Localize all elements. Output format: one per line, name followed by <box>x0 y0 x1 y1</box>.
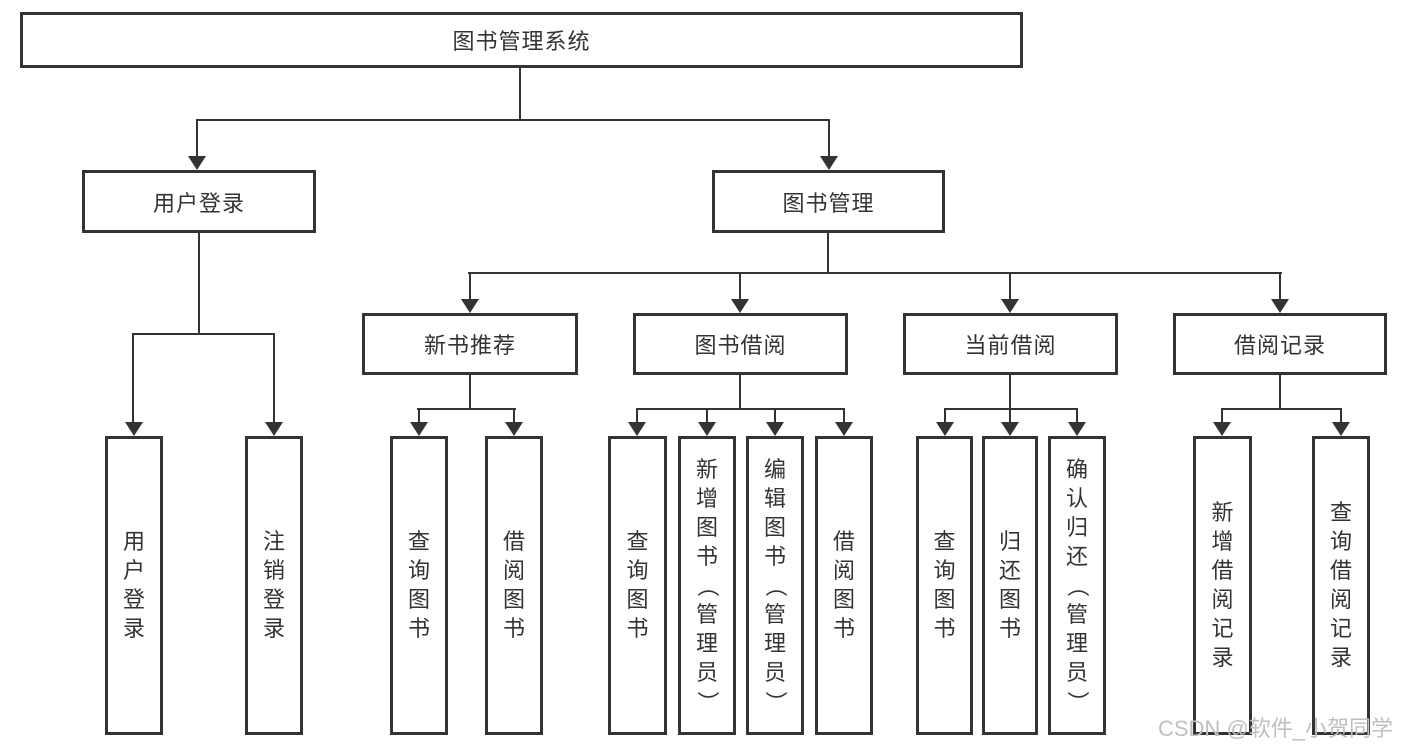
leaf-label: 注销登录 <box>262 529 285 641</box>
leaf-add-books-admin: 新增图书（管理员） <box>678 436 736 735</box>
arrow-down-icon <box>1001 422 1019 436</box>
node-borrow-records: 借阅记录 <box>1173 313 1387 375</box>
leaf-label: 查询图书 <box>626 529 649 641</box>
arrow-down-icon <box>936 422 954 436</box>
connector-leaf <box>774 408 776 423</box>
arrow-down-icon <box>820 156 838 170</box>
leaf-label: 归还图书 <box>998 529 1021 641</box>
connector-rail <box>636 408 845 410</box>
connector-leaf <box>944 408 946 423</box>
leaf-edit-books-admin: 编辑图书（管理员） <box>746 436 804 735</box>
leaf-label: 新增图书（管理员） <box>694 456 720 713</box>
arrow-down-icon <box>835 422 853 436</box>
connector-stem <box>1009 375 1011 409</box>
connector-leaf <box>1340 408 1342 423</box>
connector-rail <box>1221 408 1342 410</box>
connector-rail <box>468 272 1282 274</box>
connector-leaf <box>1076 408 1078 423</box>
connector-stem <box>1279 375 1281 409</box>
leaf-query-borrow-record: 查询借阅记录 <box>1312 436 1370 735</box>
node-current-borrow: 当前借阅 <box>903 313 1118 375</box>
connector-leaf <box>513 408 515 423</box>
connector-root-stem <box>519 66 521 120</box>
leaf-label: 借阅图书 <box>502 529 525 641</box>
leaf-label: 编辑图书（管理员） <box>762 456 788 713</box>
connector-leaf <box>469 272 471 300</box>
arrow-down-icon <box>1001 299 1019 313</box>
arrow-down-icon <box>1332 422 1350 436</box>
node-root: 图书管理系统 <box>20 12 1023 68</box>
leaf-label: 查询图书 <box>407 529 430 641</box>
node-label: 借阅记录 <box>1233 333 1326 358</box>
leaf-label: 查询借阅记录 <box>1329 500 1352 670</box>
arrow-down-icon <box>265 422 283 436</box>
leaf-label: 确认归还（管理员） <box>1064 456 1090 713</box>
leaf-label: 借阅图书 <box>832 529 855 641</box>
connector-to-user-login <box>196 119 198 156</box>
arrow-down-icon <box>125 422 143 436</box>
connector-leaf <box>273 333 275 422</box>
connector-stem <box>827 233 829 273</box>
leaf-add-borrow-record: 新增借阅记录 <box>1193 436 1252 735</box>
connector-rail <box>944 408 1078 410</box>
arrow-down-icon <box>1068 422 1086 436</box>
arrow-down-icon <box>766 422 784 436</box>
node-label: 当前借阅 <box>964 333 1057 358</box>
connector-rail <box>132 333 275 335</box>
connector-leaf <box>1009 272 1011 300</box>
leaf-confirm-return-admin: 确认归还（管理员） <box>1048 436 1106 735</box>
node-label: 图书管理 <box>782 190 875 216</box>
node-label: 图书借阅 <box>694 333 787 358</box>
arrow-down-icon <box>461 299 479 313</box>
arrow-down-icon <box>628 422 646 436</box>
leaf-user-login: 用户登录 <box>105 436 163 735</box>
connector-leaf <box>739 272 741 300</box>
connector-root-rail <box>196 119 830 121</box>
arrow-down-icon <box>505 422 523 436</box>
leaf-label: 用户登录 <box>122 529 145 641</box>
leaf-return-books: 归还图书 <box>982 436 1038 735</box>
arrow-down-icon <box>1271 299 1289 313</box>
leaf-query-books: 查询图书 <box>390 436 448 735</box>
node-book-management: 图书管理 <box>712 170 945 233</box>
connector-stem <box>739 375 741 409</box>
connector-leaf <box>1221 408 1223 423</box>
arrow-down-icon <box>188 156 206 170</box>
leaf-query-books: 查询图书 <box>916 436 973 735</box>
connector-leaf <box>1279 272 1281 300</box>
leaf-label: 查询图书 <box>933 529 956 641</box>
leaf-query-books: 查询图书 <box>608 436 667 735</box>
connector-leaf <box>418 408 420 423</box>
leaf-borrow-books: 借阅图书 <box>485 436 543 735</box>
arrow-down-icon <box>1213 422 1231 436</box>
node-label: 用户登录 <box>152 190 245 216</box>
node-book-borrow: 图书借阅 <box>633 313 848 375</box>
arrow-down-icon <box>698 422 716 436</box>
connector-leaf <box>843 408 845 423</box>
node-root-label: 图书管理系统 <box>452 29 591 54</box>
leaf-logout: 注销登录 <box>245 436 303 735</box>
arrow-down-icon <box>410 422 428 436</box>
node-label: 新书推荐 <box>423 333 516 358</box>
connector-leaf <box>706 408 708 423</box>
leaf-label: 新增借阅记录 <box>1211 500 1234 670</box>
arrow-down-icon <box>731 299 749 313</box>
connector-leaf <box>636 408 638 423</box>
connector-leaf <box>1009 408 1011 423</box>
connector-leaf <box>132 333 134 422</box>
node-new-book-recommend: 新书推荐 <box>362 313 578 375</box>
node-user-login: 用户登录 <box>82 170 316 233</box>
connector-stem <box>469 375 471 409</box>
leaf-borrow-books: 借阅图书 <box>815 436 873 735</box>
connector-stem <box>198 233 200 334</box>
connector-to-book-mgmt <box>828 119 830 156</box>
csdn-watermark: CSDN @软件_小贺同学 <box>1157 716 1393 741</box>
connector-rail <box>417 408 516 410</box>
